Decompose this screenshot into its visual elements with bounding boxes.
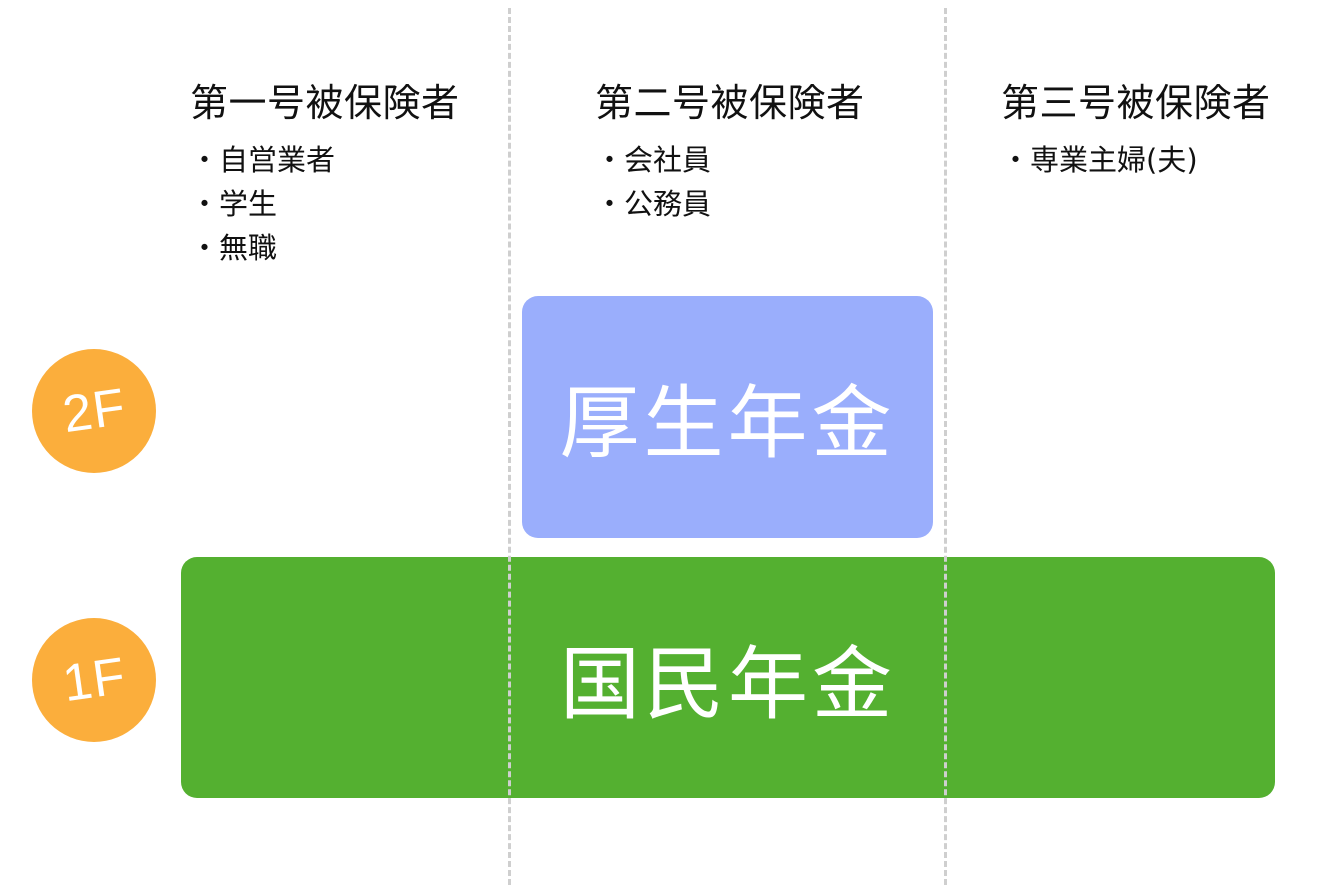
member-item: 学生 [190, 182, 460, 226]
floor-badge-2f: 2F [32, 349, 156, 473]
member-list: 会社員 公務員 [595, 138, 865, 226]
member-item: 無職 [190, 226, 460, 270]
column-title: 第三号被保険者 [1001, 81, 1271, 125]
column-title: 第一号被保険者 [190, 81, 460, 125]
floor-badge-label: 2F [58, 377, 130, 445]
floor-badge-1f: 1F [32, 618, 156, 742]
column-divider-right [944, 8, 947, 885]
column-category-2: 第二号被保険者 会社員 公務員 [595, 78, 865, 226]
column-divider-left [508, 8, 511, 885]
floor-badge-label: 1F [58, 646, 130, 714]
column-title: 第二号被保険者 [595, 81, 865, 125]
national-pension-box: 国民年金 [181, 557, 1275, 798]
national-pension-label: 国民年金 [560, 637, 896, 731]
column-category-3: 第三号被保険者 専業主婦(夫) [1001, 78, 1271, 182]
employee-pension-label: 厚生年金 [559, 377, 896, 470]
member-item: 専業主婦(夫) [1001, 138, 1271, 182]
member-item: 自営業者 [190, 138, 460, 182]
member-item: 会社員 [595, 138, 865, 182]
column-category-1: 第一号被保険者 自営業者 学生 無職 [190, 78, 460, 270]
employee-pension-box: 厚生年金 [522, 296, 933, 538]
member-list: 自営業者 学生 無職 [190, 138, 460, 270]
member-item: 公務員 [595, 182, 865, 226]
member-list: 専業主婦(夫) [1001, 138, 1271, 182]
